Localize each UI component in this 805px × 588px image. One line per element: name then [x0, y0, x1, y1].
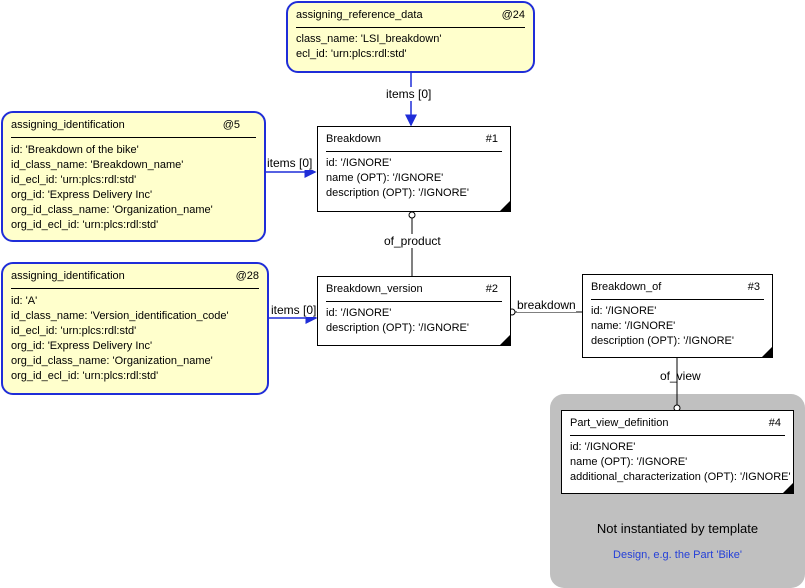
ref-box-assigning-identification-28: assigning_identification @28 id: 'A' id_c…: [1, 262, 269, 395]
label-breakdown: breakdown: [517, 298, 576, 312]
ref-attr: id: 'A': [11, 295, 38, 307]
corner-marker: [783, 483, 793, 493]
entity-attr: id: '/IGNORE': [326, 157, 392, 169]
ref-id: @24: [501, 9, 525, 21]
entity-attr: additional_characterization (OPT): '/IGN…: [570, 471, 791, 483]
ref-id: @28: [235, 270, 259, 282]
ref-attr: id_class_name: 'Version_identification_c…: [11, 310, 229, 322]
entity-name: Breakdown_version: [326, 283, 423, 295]
corner-marker: [762, 347, 772, 357]
entity-id: #1: [485, 133, 498, 145]
ref-attr: org_id: 'Express Delivery Inc': [11, 340, 153, 352]
entity-id: #2: [485, 283, 498, 295]
ref-id: @5: [222, 119, 240, 131]
ref-attr: ecl_id: 'urn:plcs:rdl:std': [296, 48, 407, 60]
entity-attr: description (OPT): '/IGNORE': [591, 335, 734, 347]
entity-attr: description (OPT): '/IGNORE': [326, 322, 469, 334]
ref-attr: org_id_class_name: 'Organization_name': [11, 204, 213, 216]
ref-attr: id_class_name: 'Breakdown_name': [11, 159, 184, 171]
ref-name: assigning_identification: [11, 119, 125, 131]
corner-marker: [500, 335, 510, 345]
note-design: Design, e.g. the Part 'Bike': [613, 549, 742, 561]
entity-attr: name (OPT): '/IGNORE': [326, 172, 444, 184]
label-items-top: items [0]: [386, 87, 432, 101]
ref-attr: id: 'Breakdown of the bike': [11, 144, 139, 156]
ref-attr: org_id_ecl_id: 'urn:plcs:rdl:std': [11, 219, 159, 231]
entity-attr: name (OPT): '/IGNORE': [570, 456, 688, 468]
note-not-instantiated: Not instantiated by template: [596, 521, 759, 536]
ref-attr: class_name: 'LSI_breakdown': [296, 33, 442, 45]
entity-box-breakdown: Breakdown #1 id: '/IGNORE' name (OPT): '/…: [317, 126, 511, 212]
entity-attr: id: '/IGNORE': [570, 441, 636, 453]
label-items-mid: items [0]: [267, 156, 313, 170]
entity-box-breakdown-version: Breakdown_version #2 id: '/IGNORE' descri…: [317, 276, 511, 346]
ref-attr: org_id_ecl_id: 'urn:plcs:rdl:std': [11, 370, 159, 382]
label-of-view: of_view: [660, 369, 701, 383]
entity-attr: id: '/IGNORE': [326, 307, 392, 319]
ref-attr: org_id_class_name: 'Organization_name': [11, 355, 213, 367]
entity-name: Breakdown: [326, 133, 382, 145]
corner-marker: [500, 201, 510, 211]
ref-name: assigning_reference_data: [296, 9, 423, 21]
entity-name: Breakdown_of: [591, 281, 662, 293]
entity-name: Part_view_definition: [570, 417, 669, 429]
ref-name: assigning_identification: [11, 270, 125, 282]
ref-box-assigning-identification-5: assigning_identification @5 id: 'Breakdow…: [1, 111, 266, 242]
entity-id: #4: [768, 417, 781, 429]
entity-id: #3: [747, 281, 760, 293]
entity-attr: id: '/IGNORE': [591, 305, 657, 317]
entity-box-breakdown-of: Breakdown_of #3 id: '/IGNORE' name: '/IGN…: [582, 274, 773, 358]
ref-attr: org_id: 'Express Delivery Inc': [11, 189, 153, 201]
ref-attr: id_ecl_id: 'urn:plcs:rdl:std': [11, 174, 137, 186]
ref-attr: id_ecl_id: 'urn:plcs:rdl:std': [11, 325, 137, 337]
ref-box-assigning-reference-data: assigning_reference_data @24 class_name: …: [286, 1, 535, 73]
label-of-product: of_product: [384, 234, 441, 248]
entity-attr: description (OPT): '/IGNORE': [326, 187, 469, 199]
entity-attr: name: '/IGNORE': [591, 320, 676, 332]
label-items-low: items [0]: [271, 303, 317, 317]
entity-box-part-view-definition: Part_view_definition #4 id: '/IGNORE' nam…: [561, 410, 794, 494]
